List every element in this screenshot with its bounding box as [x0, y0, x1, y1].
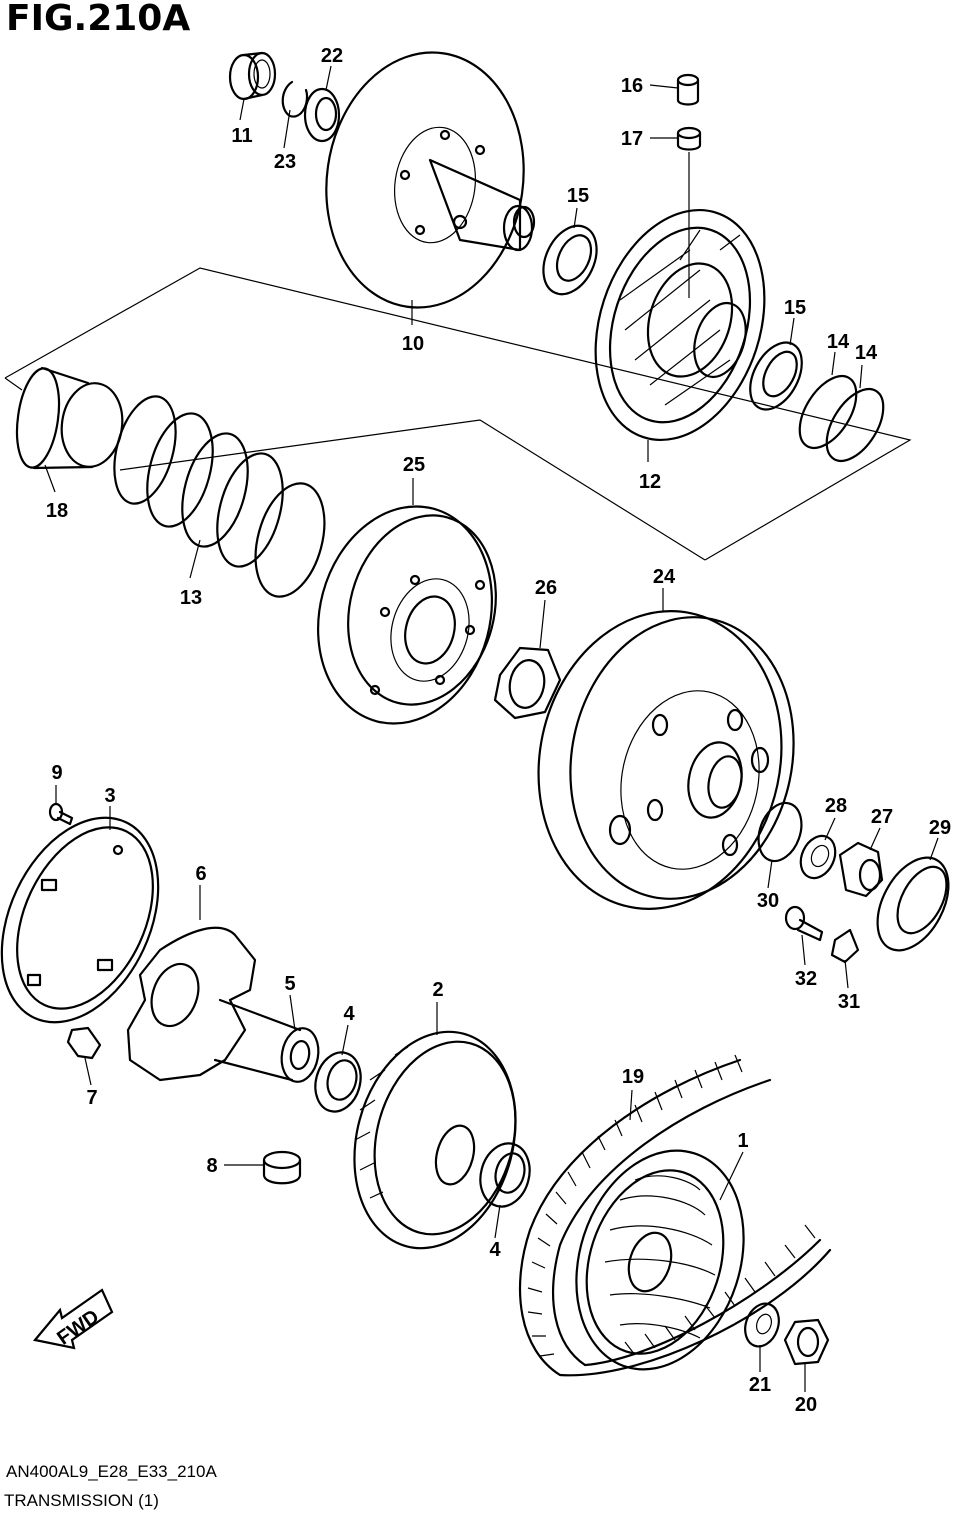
callout-16: 16: [621, 75, 643, 97]
callout-22: 22: [321, 45, 343, 67]
part-28-washer: [799, 834, 837, 880]
callout-23: 23: [274, 151, 296, 173]
part-8-collar: [262, 1150, 302, 1185]
part-14-o-rings: [798, 375, 885, 462]
callout-2: 2: [432, 979, 443, 1001]
part-17-collar: [676, 126, 702, 151]
callout-25: 25: [403, 454, 425, 476]
subassembly-frame: [4, 267, 912, 561]
drawing-code: AN400AL9_E28_E33_210A: [6, 1462, 217, 1481]
subassembly-frame-lower: [119, 419, 706, 561]
callout-14-b: 14: [855, 342, 878, 364]
callout-3: 3: [104, 785, 115, 807]
drawing-caption: TRANSMISSION (1): [4, 1491, 159, 1510]
part-6-cam-plate: [126, 926, 257, 1082]
callout-6: 6: [195, 863, 206, 885]
part-15-oil-seal-lower: [749, 341, 803, 411]
part-32-screw: [784, 905, 824, 942]
part-13-spring: [113, 395, 326, 598]
callout-24: 24: [653, 566, 676, 588]
callout-13: 13: [180, 587, 202, 609]
part-19-drive-belt: [518, 1054, 832, 1377]
part-4-bearing-lower: [479, 1142, 531, 1208]
part-11-needle-bearing: [228, 51, 277, 101]
callout-9: 9: [51, 762, 62, 784]
callout-29: 29: [929, 817, 951, 839]
part-12-fixed-driven-face: [594, 208, 766, 442]
callout-11: 11: [231, 125, 252, 147]
part-24-clutch-housing: [537, 610, 795, 910]
callout-12: 12: [639, 471, 661, 493]
part-4-bearing-upper: [314, 1051, 362, 1113]
callout-20: 20: [795, 1394, 817, 1416]
callout-4-lower: 4: [489, 1239, 501, 1261]
part-15-oil-seal-upper: [542, 224, 598, 296]
part-9-bolt: [48, 802, 74, 826]
callout-labels: 11 23 22 10 15 16 17 12 15 14 14 18 13 2…: [46, 45, 951, 1416]
callout-15-upper: 15: [567, 185, 589, 207]
callout-27: 27: [871, 806, 893, 828]
part-5-spacer: [213, 998, 320, 1083]
part-23-circlip: [281, 80, 309, 118]
part-31-lock-washer: [830, 928, 860, 964]
part-10-driven-face: [325, 51, 536, 309]
part-7-clip: [66, 1026, 102, 1060]
part-20-nut: [783, 1318, 830, 1366]
callout-7: 7: [86, 1087, 97, 1109]
part-16-cap: [676, 73, 700, 106]
part-26-nut: [493, 646, 562, 720]
callout-18: 18: [46, 500, 68, 522]
callout-32: 32: [795, 968, 817, 990]
part-22-oil-seal: [303, 87, 341, 143]
part-18-spring-seat: [15, 366, 124, 470]
callout-26: 26: [535, 577, 557, 599]
callout-17: 17: [621, 128, 643, 150]
part-27-collar: [838, 841, 884, 898]
part-2-drive-pulley: [353, 1030, 517, 1250]
part-3-cover-plate: [0, 816, 160, 1024]
callout-28: 28: [825, 795, 847, 817]
part-1-fan-pulley: [575, 1149, 745, 1371]
callout-8: 8: [206, 1155, 217, 1177]
part-21-washer: [744, 1302, 780, 1348]
part-30-o-ring: [757, 801, 803, 863]
callout-30: 30: [757, 890, 779, 912]
callout-5: 5: [284, 973, 295, 995]
callout-4-upper: 4: [343, 1003, 355, 1025]
callout-1: 1: [737, 1130, 748, 1152]
leader-lines: [44, 65, 939, 1392]
callout-14-a: 14: [827, 331, 850, 353]
callout-15-lower: 15: [784, 297, 806, 319]
part-25-clutch-shoe: [317, 505, 497, 725]
fwd-arrow-icon: FWD: [32, 1288, 114, 1350]
part-29-bearing: [876, 856, 950, 952]
callout-19: 19: [622, 1066, 644, 1088]
figure-title: FIG.210A: [6, 0, 191, 39]
callout-10: 10: [402, 333, 424, 355]
callout-31: 31: [838, 991, 860, 1013]
callout-21: 21: [749, 1374, 771, 1396]
